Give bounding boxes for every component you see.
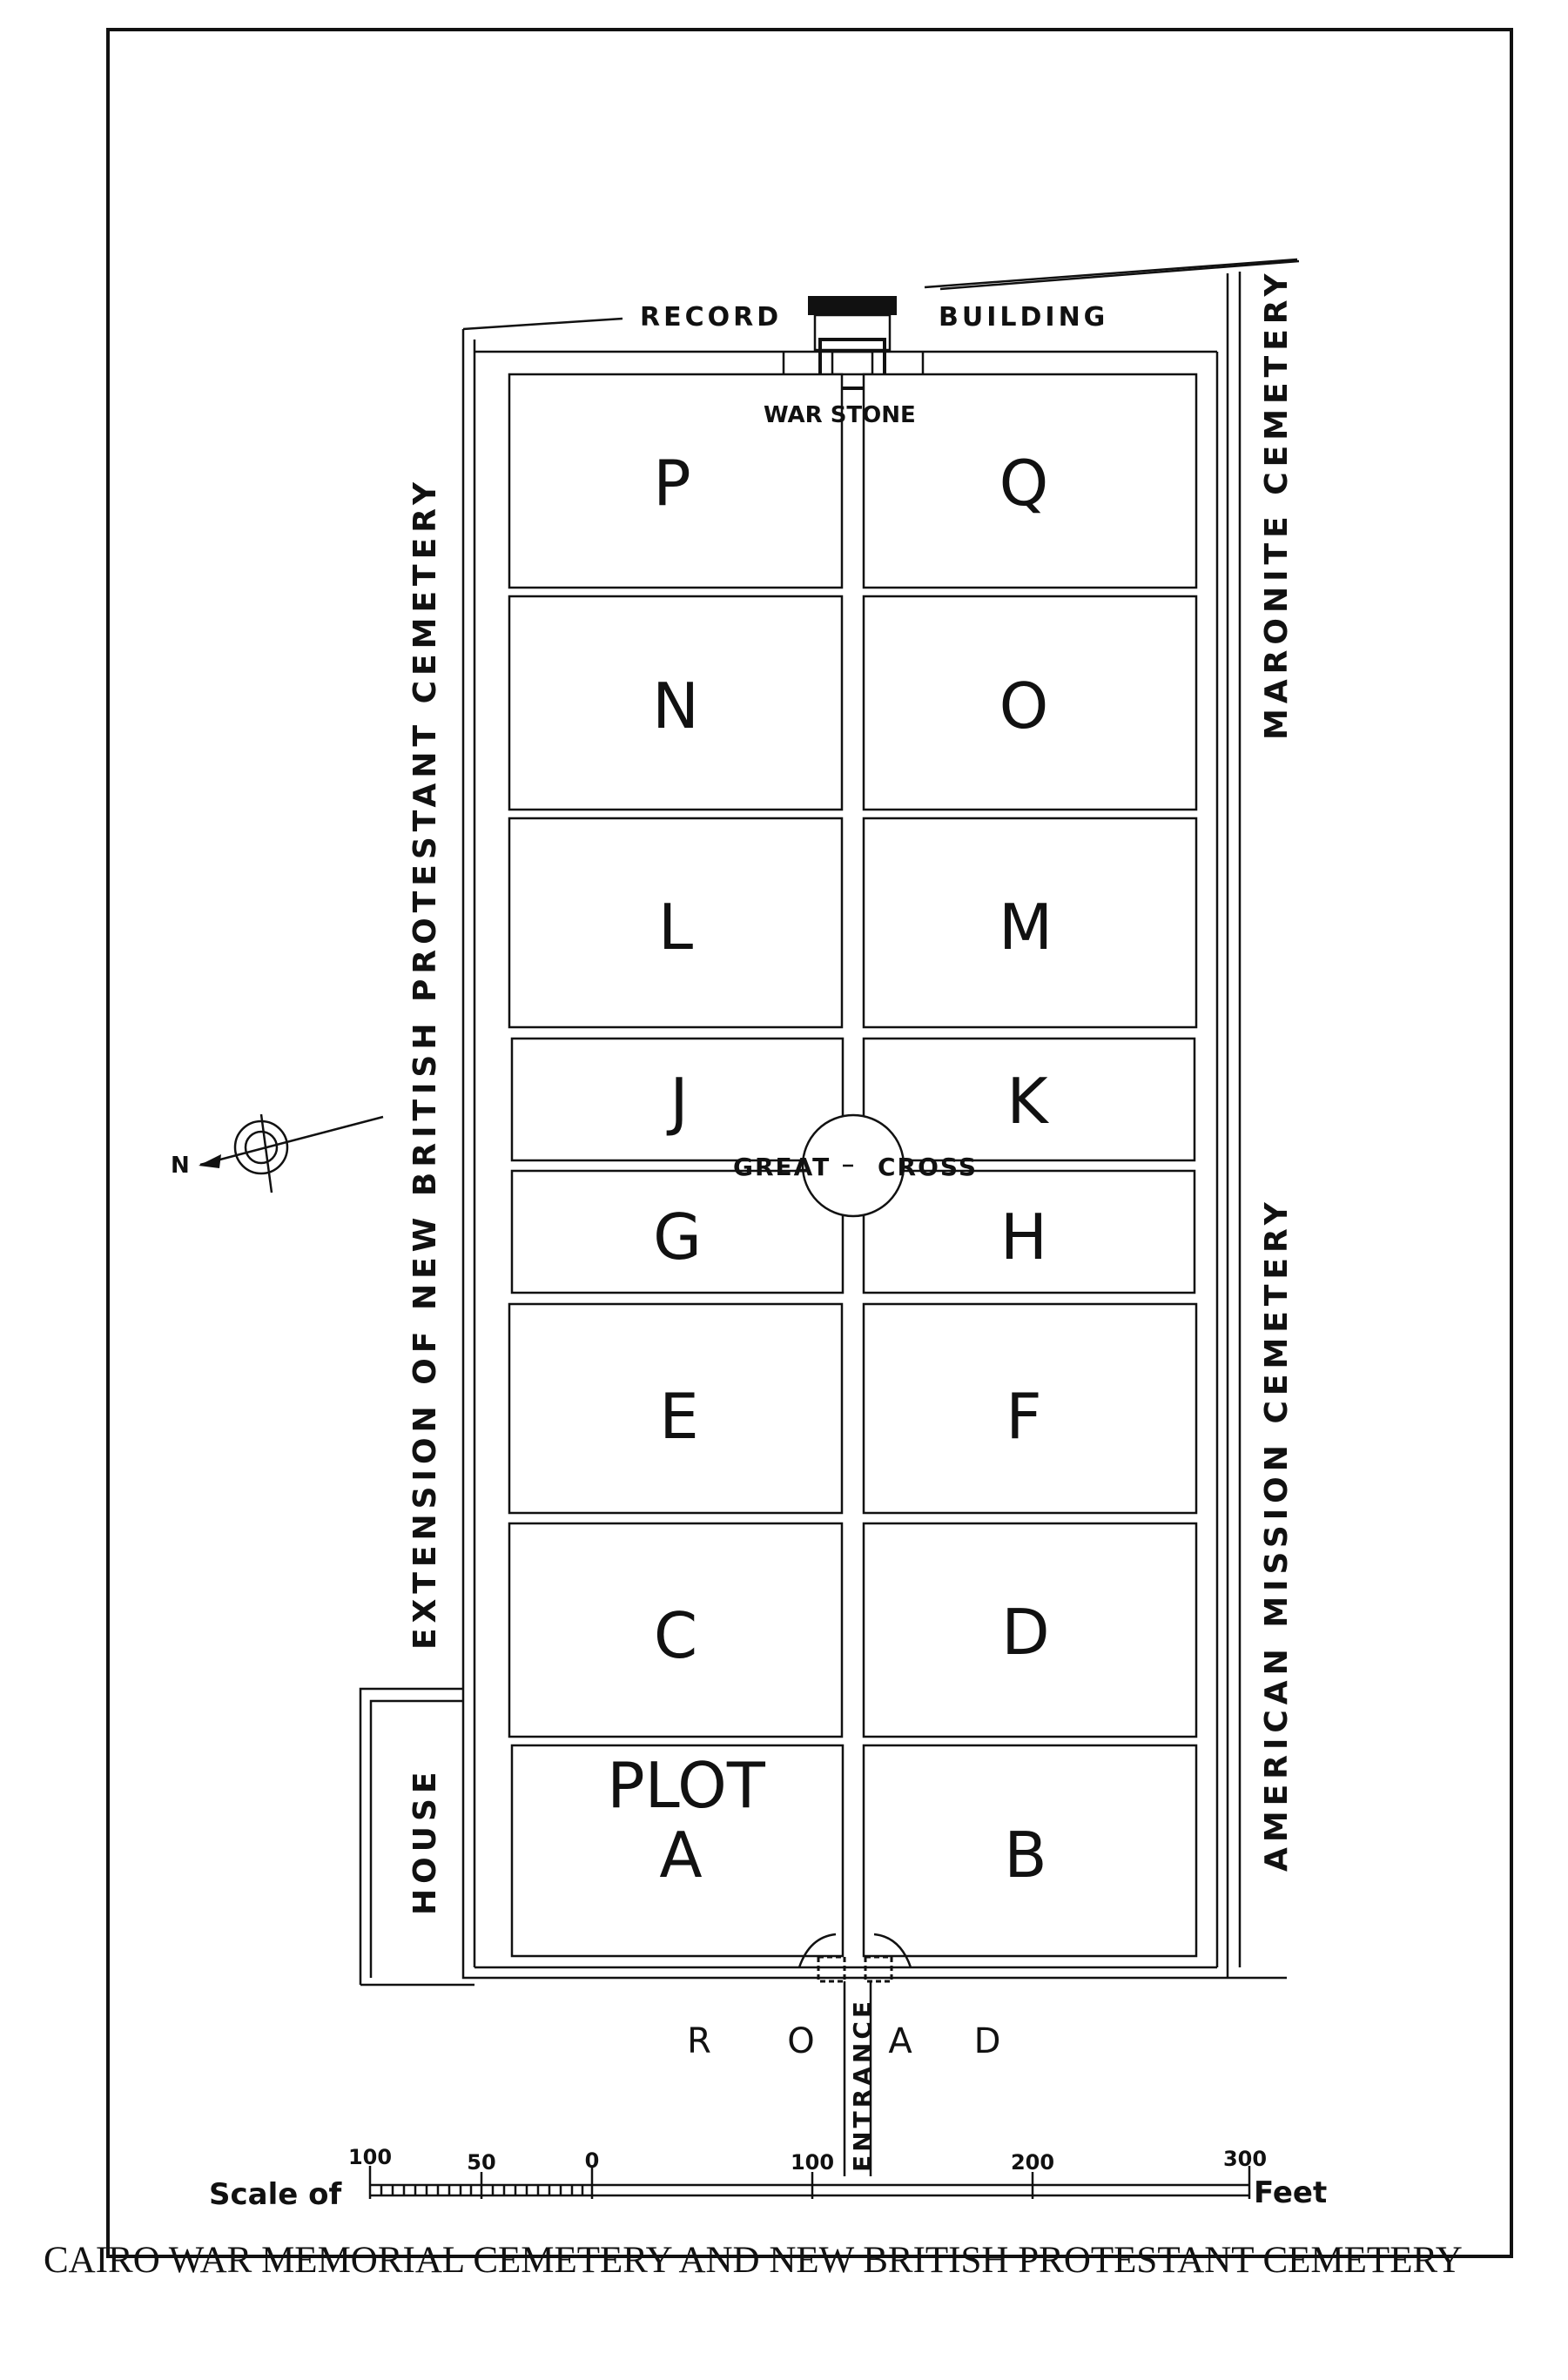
plot-label-H: H <box>1000 1200 1047 1274</box>
scale-bar: 100 50 0 100 200 300 Scale of Feet <box>209 2145 1327 2212</box>
plot-A <box>510 1744 845 1958</box>
plot-E <box>508 1302 844 1515</box>
plot-J <box>510 1037 845 1162</box>
plot-label-A: A <box>659 1819 702 1892</box>
plot-label-O: O <box>999 669 1049 743</box>
scale-tick-50: 50 <box>467 2150 495 2175</box>
plot-label-G: G <box>653 1200 702 1274</box>
boundary-walls <box>359 258 1300 1987</box>
plot-label-B: B <box>1004 1819 1046 1892</box>
plot-label-Q: Q <box>999 447 1049 520</box>
plot-label-D: D <box>1001 1596 1049 1669</box>
left-side-label: EXTENSION OF NEW BRITISH PROTESTANT CEME… <box>407 477 443 1650</box>
road-letter-o: O <box>787 2021 814 2061</box>
scale-prefix-label: Scale of <box>209 2177 342 2212</box>
plot-O <box>862 595 1198 811</box>
scale-tick-100: 100 <box>791 2150 834 2175</box>
compass-icon: N <box>171 1113 384 1193</box>
entrance-gate <box>797 1933 912 2176</box>
plot-N <box>508 595 844 811</box>
plot-label-E: E <box>659 1380 699 1453</box>
plot-G <box>510 1169 845 1294</box>
plot-label-C: C <box>654 1599 697 1672</box>
scale-unit-label: Feet <box>1254 2175 1327 2210</box>
plot-Q <box>862 373 1198 589</box>
record-label: RECORD <box>640 302 782 333</box>
entrance-label: ENTRANCE <box>848 1998 877 2172</box>
plot-D <box>862 1522 1198 1738</box>
plot-B <box>862 1744 1198 1958</box>
plot-L <box>508 817 844 1029</box>
american-mission-cemetery-label: AMERICAN MISSION CEMETERY <box>1259 1197 1295 1872</box>
scale-tick-200: 200 <box>1011 2150 1054 2175</box>
plot-grid <box>508 373 1198 1958</box>
road-letter-d: D <box>974 2021 1001 2061</box>
compass-north-label: N <box>171 1153 190 1179</box>
map-frame <box>106 28 1513 2258</box>
plot-label-K: K <box>1006 1065 1049 1138</box>
plot-label-F: F <box>1006 1380 1041 1453</box>
plot-label-J: J <box>666 1065 688 1138</box>
plot-label-N: N <box>652 669 699 743</box>
plot-label-L: L <box>658 891 693 964</box>
war-stone-label: WAR STONE <box>764 402 916 428</box>
plot-C <box>508 1522 844 1738</box>
scale-tick-100-left: 100 <box>348 2145 392 2169</box>
plot-label-P: P <box>653 447 690 520</box>
maronite-cemetery-label: MARONITE CEMETERY <box>1259 268 1295 740</box>
scale-tick-300: 300 <box>1223 2147 1267 2171</box>
plot-P <box>508 373 844 589</box>
great-label: GREAT <box>733 1153 831 1181</box>
plot-label-M: M <box>999 891 1053 964</box>
plot-word-label: PLOT <box>607 1749 766 1822</box>
plot-F <box>862 1302 1198 1515</box>
road-letter-r: R <box>687 2021 711 2061</box>
house-label: HOUSE <box>407 1767 443 1915</box>
plot-M <box>862 817 1198 1029</box>
building-label: BUILDING <box>939 302 1108 333</box>
plot-H <box>862 1169 1196 1294</box>
plot-K <box>862 1037 1196 1162</box>
cross-label: CROSS <box>878 1153 978 1181</box>
map-caption: CAIRO WAR MEMORIAL CEMETERY AND NEW BRIT… <box>44 2240 1463 2281</box>
scale-tick-0: 0 <box>585 2148 600 2173</box>
road-letter-a: A <box>888 2021 912 2061</box>
